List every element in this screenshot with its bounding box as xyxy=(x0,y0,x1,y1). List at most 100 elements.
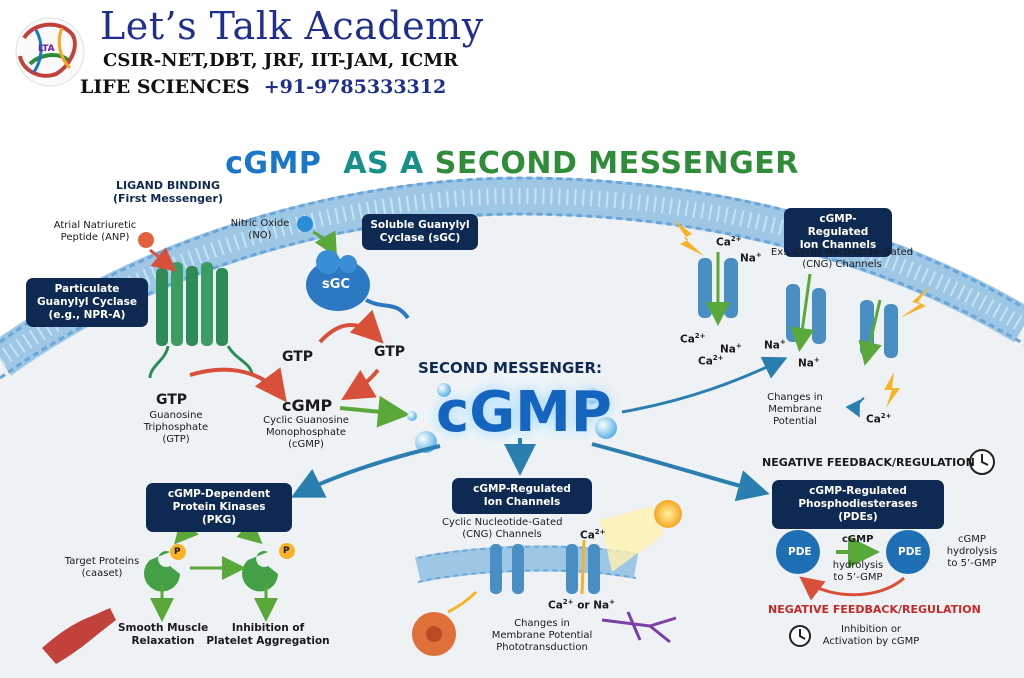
ion-label: Na+ xyxy=(720,340,742,357)
clock-icon xyxy=(789,625,811,647)
ion-label-ca-or-na: Ca2+ or Na+ xyxy=(548,596,615,613)
ion-ca: Ca xyxy=(548,599,563,612)
pkg-target-protein xyxy=(144,551,278,592)
ion-label: Ca2+ xyxy=(866,410,892,427)
mp-top-line3: Potential xyxy=(773,416,817,427)
pgc-line2: Guanylyl Cyclase xyxy=(36,296,138,308)
pkg-box-line2: Protein Kinases (PKG) xyxy=(172,501,266,526)
target-line2: (caaset) xyxy=(81,568,123,579)
ion-label: Na+ xyxy=(764,336,786,353)
smooth-muscle-label: Smooth Muscle Relaxation xyxy=(118,622,208,648)
exam-list: CSIR-NET,DBT, JRF, IIT-JAM, ICMR xyxy=(103,50,459,71)
ion-channels-top-box: cGMP-Regulated Ion Channels xyxy=(784,208,892,257)
platelet-line1: Inhibition of xyxy=(231,622,305,634)
pde-hydrolysis-right: cGMP hydrolysis to 5’-GMP xyxy=(940,534,1004,570)
ion-ca-charge: 2+ xyxy=(712,354,724,362)
ion-na: Na xyxy=(740,252,756,265)
ion-ca-charge: 2+ xyxy=(562,598,574,606)
particulate-gc-box: Particulate Guanylyl Cyclase (e.g., NPR-… xyxy=(26,278,148,327)
particulate-gc-receptor xyxy=(148,262,254,379)
ion-label: Ca2+ xyxy=(580,526,606,543)
ion-na-charge: + xyxy=(813,356,820,364)
pde-enzyme-left xyxy=(776,530,820,574)
pde-enzyme-right xyxy=(886,530,930,574)
no-label: Nitric Oxide (NO) xyxy=(222,218,298,242)
hydro-right-line2: hydrolysis xyxy=(946,546,998,557)
gtp-label-left: GTP xyxy=(156,392,188,408)
smooth-line1: Smooth Muscle xyxy=(118,622,209,634)
pgc-line3: (e.g., NPR-A) xyxy=(48,309,126,321)
anp-ligand xyxy=(138,232,154,248)
anp-label: Atrial Natriuretic Peptide (ANP) xyxy=(40,220,150,244)
sgc-box-line1: Soluble Guanylyl xyxy=(370,219,470,231)
smooth-line2: Relaxation xyxy=(131,635,195,647)
cgmp-bubble xyxy=(407,411,417,421)
membrane-potential-label-bottom: Changes in Membrane Potential Phototrans… xyxy=(476,618,608,654)
negative-feedback-heading: NEGATIVE FEEDBACK/REGULATION xyxy=(762,456,975,469)
ion-top-sub-line1: Ex., Cyclic Nucleotide-Gated xyxy=(770,247,914,258)
academy-name: Let’s Talk Academy xyxy=(100,4,484,48)
title-part-3: SECOND MESSENGER xyxy=(434,146,799,181)
ion-bottom-line2: Ion Channels xyxy=(483,496,561,508)
cgmp-desc-line2: Monophosphate xyxy=(265,427,347,438)
cgmp-desc-line3: (cGMP) xyxy=(288,439,324,450)
sgc-enzyme xyxy=(306,250,410,320)
pgc-line1: Particulate xyxy=(54,283,120,295)
sgc-label: sGC xyxy=(322,277,350,292)
cng-channel-bottom-left xyxy=(490,544,524,594)
gtp-desc-line3: (GTP) xyxy=(162,434,190,445)
subject-line: LIFE SCIENCES+91-9785333312 xyxy=(80,76,446,98)
inhib-line2: Activation by cGMP xyxy=(822,636,920,647)
cng-channel-top-left xyxy=(698,252,738,326)
phosphate-icon xyxy=(279,543,295,559)
ion-top-line1: cGMP-Regulated xyxy=(807,213,869,238)
hydro-mid-line2: to 5’-GMP xyxy=(833,572,883,583)
no-ligand xyxy=(297,216,313,232)
ion-top-subtitle: Ex., Cyclic Nucleotide-Gated (CNG) Chann… xyxy=(752,247,932,271)
cgmp-description: Cyclic Guanosine Monophosphate (cGMP) xyxy=(256,415,356,451)
mp-top-line2: Membrane xyxy=(768,404,822,415)
inhibition-label: Inhibition or Activation by cGMP xyxy=(816,624,926,648)
cgmp-bubble xyxy=(595,417,617,439)
platelet-line2: Platelet Aggregation xyxy=(206,635,330,647)
no-line1: Nitric Oxide xyxy=(230,218,290,229)
pde-label-left: PDE xyxy=(788,546,812,558)
cgmp-bubble xyxy=(584,388,600,404)
title-part-1: cGMP xyxy=(225,146,322,181)
lightning-icon xyxy=(884,372,900,408)
ion-na: Na xyxy=(720,343,736,356)
pde-box-line2: Phosphodiesterases (PDEs) xyxy=(798,498,918,523)
gtp-label-right: GTP xyxy=(374,344,406,360)
ion-ca-charge: 2+ xyxy=(730,235,742,243)
cng-channel-bottom-right xyxy=(566,539,600,595)
membrane-potential-label-top: Changes in Membrane Potential xyxy=(750,392,840,428)
ion-na-charge: + xyxy=(779,338,786,346)
negative-feedback-label: NEGATIVE FEEDBACK/REGULATION xyxy=(768,603,981,616)
phosphate-icon xyxy=(170,544,186,560)
pde-box: cGMP-Regulated Phosphodiesterases (PDEs) xyxy=(772,480,944,529)
ion-top-line2: Ion Channels xyxy=(799,239,877,251)
gtp-label-sgc: GTP xyxy=(282,349,314,365)
ion-label: Ca2+ xyxy=(680,330,706,347)
ion-na-charge: + xyxy=(735,342,742,350)
ion-top-sub-line2: (CNG) Channels xyxy=(802,259,882,270)
ion-ca: Ca xyxy=(698,355,713,368)
ion-label: Ca2+ xyxy=(716,233,742,250)
ion-na: Na xyxy=(764,339,780,352)
target-proteins-label: Target Proteins (caaset) xyxy=(54,556,150,580)
sun-icon xyxy=(654,500,682,528)
ion-ca: Ca xyxy=(580,529,595,542)
ion-ca-charge: 2+ xyxy=(594,528,606,536)
ion-label: Ca2+ xyxy=(698,352,724,369)
ion-na-charge: + xyxy=(755,251,762,259)
mp-bottom-line3: Phototransduction xyxy=(496,642,588,653)
mp-bottom-line2: Membrane Potential xyxy=(491,630,593,641)
logo-text: LTA xyxy=(38,44,55,54)
gtp-desc-line2: Triphosphate xyxy=(143,422,209,433)
ion-bottom-subtitle: Cyclic Nucleotide-Gated (CNG) Channels xyxy=(442,517,562,541)
ion-ca-charge: 2+ xyxy=(880,412,892,420)
phone-number: +91-9785333312 xyxy=(263,76,447,98)
anp-line1: Atrial Natriuretic xyxy=(53,220,137,231)
second-messenger-label: SECOND MESSENGER: xyxy=(418,359,603,377)
